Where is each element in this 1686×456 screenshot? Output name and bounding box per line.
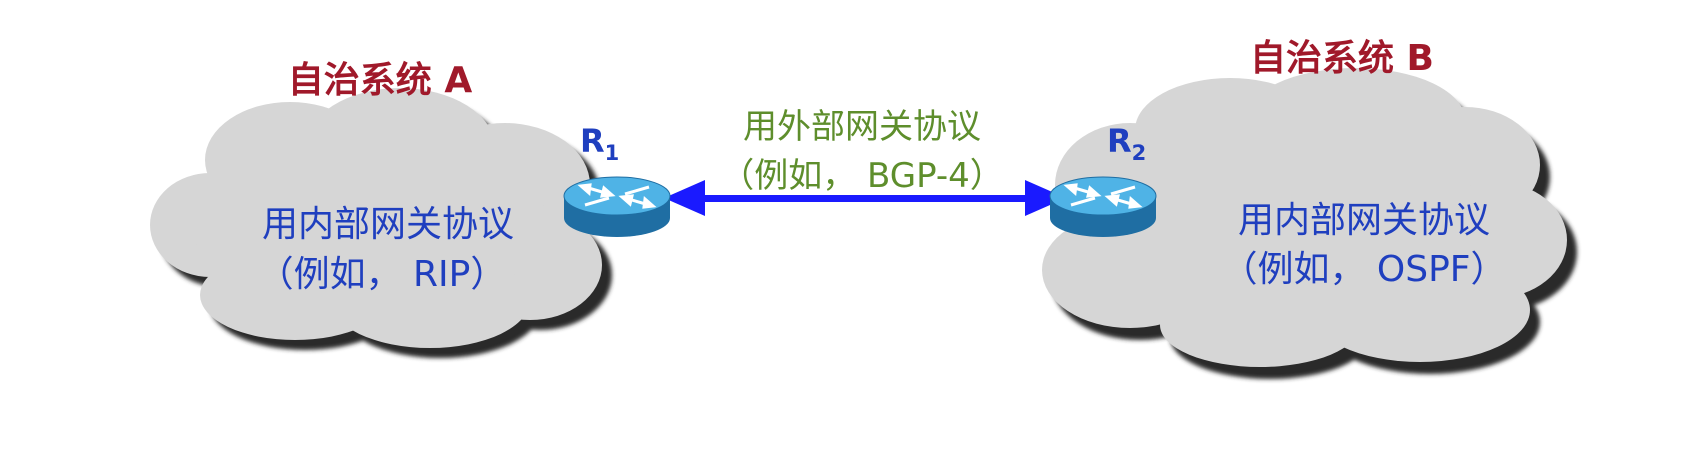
exterior-protocol-line1: 用外部网关协议 (743, 107, 981, 147)
router-1-icon (563, 176, 671, 237)
router-2-icon (1049, 176, 1157, 237)
exterior-protocol-line2: （例如， BGP-4） (720, 156, 1004, 196)
as-a-protocol-line2: （例如， RIP） (258, 254, 507, 295)
router-2-label: R2 (1107, 122, 1146, 165)
as-a-title: 自治系统 A (288, 60, 473, 101)
as-b-protocol-line2: （例如， OSPF） (1221, 249, 1506, 290)
as-b-protocol-line1: 用内部网关协议 (1238, 200, 1490, 241)
double-arrow-icon (664, 180, 1066, 216)
as-b-title: 自治系统 B (1250, 38, 1434, 79)
cloud-a-icon (150, 88, 612, 358)
router-1-label: R1 (580, 122, 619, 165)
cloud-b-icon (1042, 68, 1577, 379)
as-a-protocol-line1: 用内部网关协议 (262, 204, 514, 245)
